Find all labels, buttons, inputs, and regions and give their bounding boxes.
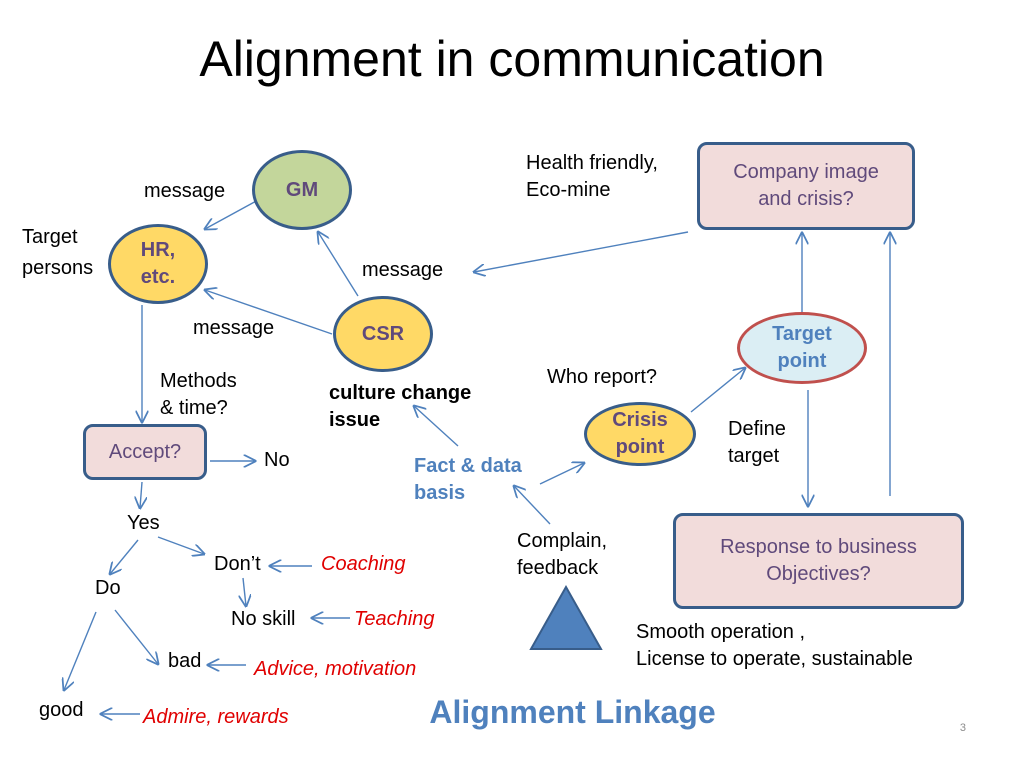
define-target-label: Define target <box>728 418 786 467</box>
dont-label: Don’t <box>214 553 261 575</box>
hr-node: HR, etc. <box>108 224 208 304</box>
methods-time-label: Methods & time? <box>160 370 237 419</box>
arrow-gm-to-hr <box>205 199 259 229</box>
arrow-yes-to-dont <box>157 536 204 554</box>
gm-node: GM <box>252 150 352 230</box>
yes-label: Yes <box>127 512 160 534</box>
advice-motivation-label: Advice, motivation <box>254 658 417 680</box>
target-point-node: Target point <box>737 312 867 384</box>
arrow-do-to-bad <box>114 609 158 664</box>
crisis-point-node: Crisis point <box>584 402 696 466</box>
admire-rewards-label: Admire, rewards <box>143 706 289 728</box>
complain-feedback-label: Complain, feedback <box>517 530 608 579</box>
no-label: No <box>264 449 290 471</box>
health-friendly-label: Health friendly, Eco-mine <box>526 152 658 201</box>
response-box: Response to business Objectives? <box>673 513 964 609</box>
teaching-label: Teaching <box>354 608 435 630</box>
message-csr-gm-label: message <box>362 259 444 281</box>
arrow-company-to-message <box>474 231 689 272</box>
slide-title: Alignment in communication <box>199 31 825 87</box>
arrow-do-to-good <box>64 611 97 690</box>
smooth-operation-label: Smooth operation , License to operate, s… <box>636 621 913 670</box>
page-number: 3 <box>959 722 966 734</box>
csr-node: CSR <box>333 296 433 372</box>
good-label: good <box>39 699 84 721</box>
target-persons-label: Target persons <box>22 226 94 279</box>
message-gm-label: message <box>144 180 226 202</box>
arrow-fact-to-culture <box>414 406 459 447</box>
triangle-shape <box>529 584 603 650</box>
bad-label: bad <box>168 650 202 672</box>
arrow-complain-to-fact <box>514 486 551 525</box>
coaching-label: Coaching <box>321 553 406 575</box>
company-image-box: Company image and crisis? <box>697 142 915 230</box>
alignment-linkage-caption: Alignment Linkage <box>429 694 716 730</box>
do-label: Do <box>95 577 121 599</box>
arrow-accept-to-yes <box>140 481 142 508</box>
arrow-dont-to-noskill <box>243 577 246 606</box>
culture-change-label: culture change issue <box>329 382 472 431</box>
fact-data-label: Fact & data basis <box>414 455 522 504</box>
arrow-yes-to-do <box>110 539 139 574</box>
message-csr-hr-label: message <box>193 317 275 339</box>
arrow-crisis-to-target <box>690 368 745 413</box>
who-report-label: Who report? <box>547 366 658 388</box>
no-skill-label: No skill <box>231 608 296 630</box>
arrow-fact-to-crisis <box>539 463 584 485</box>
arrow-csr-to-gm <box>318 232 359 297</box>
accept-box: Accept? <box>83 424 207 480</box>
arrow-csr-to-hr <box>205 290 333 335</box>
